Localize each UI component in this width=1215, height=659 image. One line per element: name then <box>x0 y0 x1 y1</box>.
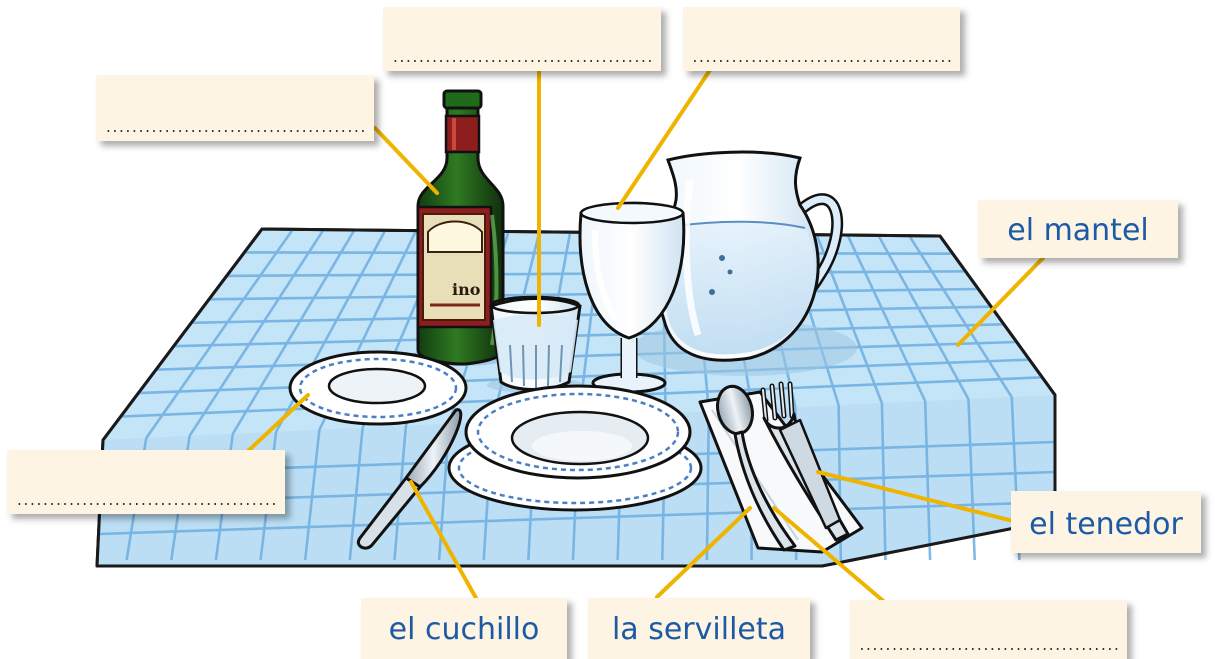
label-saucer-blank[interactable]: ........................................ <box>7 450 285 514</box>
label-fork[interactable]: el tenedor <box>1011 491 1201 553</box>
grid-line <box>99 500 1056 536</box>
grid-line <box>846 234 927 402</box>
label-tablecloth[interactable]: el mantel <box>978 200 1178 258</box>
grid-line <box>145 228 294 439</box>
grid-line <box>173 323 1004 348</box>
grid-line <box>705 411 711 561</box>
label-glass-blank[interactable]: ........................................ <box>383 7 661 71</box>
label-spoon-blank[interactable]: ........................................ <box>850 600 1127 659</box>
grid-line <box>191 305 992 325</box>
water-jug <box>633 150 857 376</box>
dinner-plates <box>447 384 703 512</box>
bottle-cap <box>442 89 483 110</box>
grid-line <box>348 427 364 561</box>
spoon <box>716 384 797 552</box>
leader-line-tablecloth <box>956 256 1045 347</box>
grid-line <box>303 429 321 561</box>
water-tumbler <box>487 295 583 393</box>
svg-text:ino: ino <box>452 280 481 299</box>
leader-line-bottle <box>373 126 439 195</box>
grid-line <box>877 234 970 400</box>
knife <box>357 408 463 550</box>
label-knife[interactable]: el cuchillo <box>361 598 567 659</box>
leader-line-knife <box>409 480 478 600</box>
grid-line <box>138 358 1030 395</box>
leader-line-wineglass <box>616 68 712 210</box>
grid-line <box>923 401 932 561</box>
leader-line-napkin <box>655 506 752 599</box>
label-bottle-blank[interactable]: ........................................ <box>96 75 374 141</box>
grid-line <box>967 399 977 561</box>
wine-bottle: ino <box>412 89 512 366</box>
leader-line-spoon <box>772 506 890 607</box>
grid-line <box>231 229 356 435</box>
grid-line <box>155 340 1017 371</box>
label-napkin[interactable]: la servilleta <box>588 598 810 659</box>
wine-glass <box>578 201 686 394</box>
table-knife <box>778 418 842 530</box>
grid-line <box>908 234 1013 398</box>
leader-line-saucer <box>245 393 310 454</box>
leader-lines <box>245 68 1045 607</box>
label-wineglass-blank[interactable]: ........................................ <box>683 7 960 71</box>
bottle-neck-label <box>444 114 481 154</box>
side-plate <box>288 350 468 426</box>
grid-line <box>188 228 325 437</box>
leader-line-fork <box>816 470 1015 523</box>
grid-line <box>880 403 887 561</box>
